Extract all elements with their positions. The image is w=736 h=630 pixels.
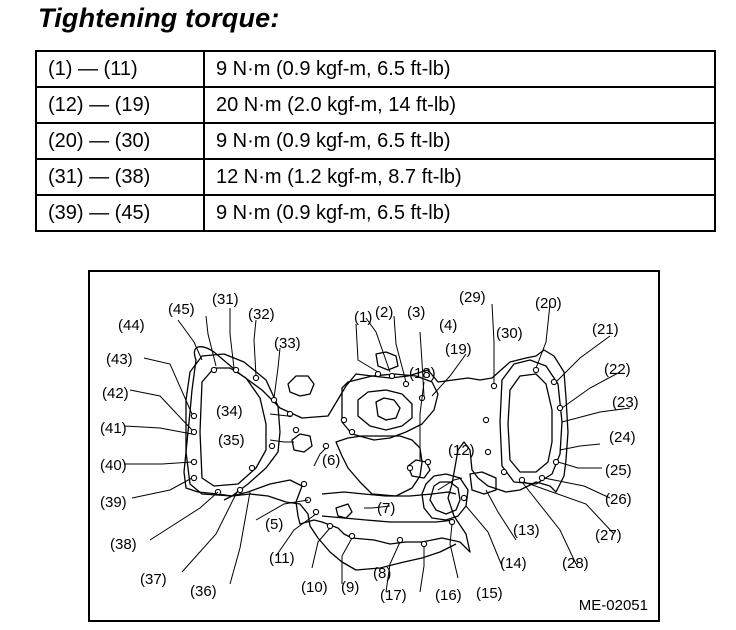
bolt-range-cell: (31) — (38): [35, 158, 205, 196]
bolt-range-cell: (20) — (30): [35, 122, 205, 160]
torque-table: (1) — (11) 9 N·m (0.9 kgf-m, 6.5 ft-lb) …: [35, 50, 716, 232]
callout-42: (42): [102, 385, 129, 402]
table-row: (31) — (38) 12 N·m (1.2 kgf-m, 8.7 ft-lb…: [35, 158, 716, 196]
callout-37: (37): [140, 571, 167, 588]
bolt-range-cell: (1) — (11): [35, 50, 205, 88]
callout-8: (8): [373, 565, 391, 582]
callout-33: (33): [274, 335, 301, 352]
callout-29: (29): [459, 289, 486, 306]
leader-lines: [123, 303, 631, 593]
callout-35: (35): [218, 432, 245, 449]
diagram-callouts: (1) (2) (3) (4) (5) (6) (7) (8) (9) (10)…: [100, 289, 639, 604]
callout-45: (45): [168, 301, 195, 318]
callout-44: (44): [118, 317, 145, 334]
timing-cover-diagram: (1) (2) (3) (4) (5) (6) (7) (8) (9) (10)…: [88, 270, 660, 622]
torque-value-cell: 9 N·m (0.9 kgf-m, 6.5 ft-lb): [203, 50, 716, 88]
callout-20: (20): [535, 295, 562, 312]
callout-39: (39): [100, 494, 127, 511]
callout-6: (6): [322, 452, 340, 469]
table-row: (39) — (45) 9 N·m (0.9 kgf-m, 6.5 ft-lb): [35, 194, 716, 232]
callout-2: (2): [375, 304, 393, 321]
torque-value-cell: 9 N·m (0.9 kgf-m, 6.5 ft-lb): [203, 122, 716, 160]
callout-34: (34): [216, 403, 243, 420]
callout-10: (10): [301, 579, 328, 596]
callout-43: (43): [106, 351, 133, 368]
callout-28: (28): [562, 555, 589, 572]
callout-19: (19): [445, 341, 472, 358]
callout-12: (12): [448, 442, 475, 459]
callout-36: (36): [190, 583, 217, 600]
callout-16: (16): [435, 587, 462, 604]
callout-32: (32): [248, 306, 275, 323]
callout-31: (31): [212, 291, 239, 308]
callout-40: (40): [100, 457, 127, 474]
callout-21: (21): [592, 321, 619, 338]
callout-25: (25): [605, 462, 632, 479]
callout-1: (1): [354, 309, 372, 326]
torque-value-cell: 9 N·m (0.9 kgf-m, 6.5 ft-lb): [203, 194, 716, 232]
page-title: Tightening torque:: [38, 3, 280, 33]
callout-24: (24): [609, 429, 636, 446]
callout-13: (13): [513, 522, 540, 539]
callout-38: (38): [110, 536, 137, 553]
callout-5: (5): [265, 516, 283, 533]
callout-41: (41): [100, 420, 127, 437]
bolt-holes: [190, 366, 564, 548]
callout-17: (17): [380, 587, 407, 604]
bolt-range-cell: (39) — (45): [35, 194, 205, 232]
figure-code: ME-02051: [578, 597, 648, 614]
table-row: (20) — (30) 9 N·m (0.9 kgf-m, 6.5 ft-lb): [35, 122, 716, 160]
callout-30: (30): [496, 325, 523, 342]
table-row: (1) — (11) 9 N·m (0.9 kgf-m, 6.5 ft-lb): [35, 50, 716, 88]
table-row: (12) — (19) 20 N·m (2.0 kgf-m, 14 ft-lb): [35, 86, 716, 124]
callout-15: (15): [476, 585, 503, 602]
torque-value-cell: 12 N·m (1.2 kgf-m, 8.7 ft-lb): [203, 158, 716, 196]
callout-11: (11): [269, 550, 295, 567]
bolt-range-cell: (12) — (19): [35, 86, 205, 124]
callout-18: (18): [409, 365, 436, 382]
callout-3: (3): [407, 304, 425, 321]
callout-4: (4): [439, 317, 457, 334]
callout-14: (14): [500, 555, 527, 572]
callout-26: (26): [605, 491, 632, 508]
timing-cover-outline: [183, 346, 569, 571]
callout-22: (22): [604, 361, 631, 378]
callout-9: (9): [341, 579, 359, 596]
callout-7: (7): [377, 500, 395, 517]
callout-23: (23): [612, 394, 639, 411]
timing-cover-drawing: (1) (2) (3) (4) (5) (6) (7) (8) (9) (10)…: [100, 289, 639, 604]
callout-27: (27): [595, 527, 622, 544]
torque-value-cell: 20 N·m (2.0 kgf-m, 14 ft-lb): [203, 86, 716, 124]
